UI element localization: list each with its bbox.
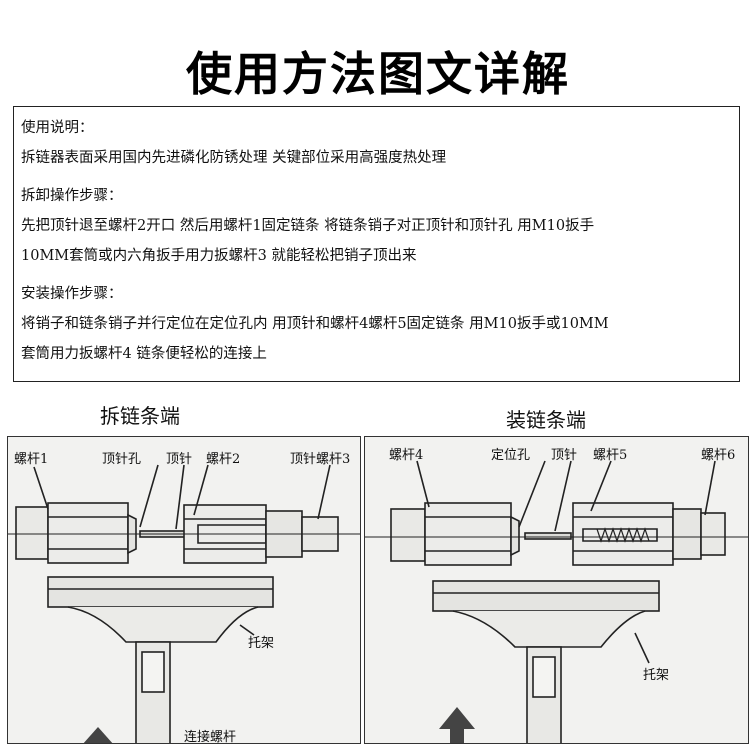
label-pin-screw-3: 顶针螺杆3 bbox=[290, 452, 350, 467]
right-spring bbox=[596, 527, 650, 543]
right-pin bbox=[524, 532, 572, 540]
right-panel-title: 装链条端 bbox=[506, 408, 586, 432]
right-bolt-4-head bbox=[390, 508, 426, 562]
right-screw-6-nut bbox=[672, 508, 702, 560]
remove-step-line-2: 10MM套筒或内六角扳手用力扳螺杆3 就能轻松把销子顶出来 bbox=[21, 248, 417, 264]
label-locating-hole: 定位孔 bbox=[491, 448, 530, 463]
instructions-box: 使用说明： 拆链器表面采用国内先进磷化防锈处理 关键部位采用高强度热处理 拆卸操… bbox=[13, 106, 740, 382]
label-pin: 顶针 bbox=[166, 452, 192, 467]
left-bracket-base bbox=[47, 576, 274, 608]
label-screw-2: 螺杆2 bbox=[206, 452, 240, 467]
label-connecting-screw: 连接螺杆 bbox=[184, 729, 236, 744]
label-screw-1: 螺杆1 bbox=[14, 452, 48, 467]
label-screw-6: 螺杆6 bbox=[701, 448, 735, 463]
left-panel-title: 拆链条端 bbox=[100, 404, 180, 428]
left-bracket bbox=[67, 606, 259, 643]
remove-heading: 拆卸操作步骤： bbox=[21, 188, 123, 204]
left-diagram: 螺杆1 顶针孔 顶针 螺杆2 顶针螺杆3 托架 连接螺杆 bbox=[8, 452, 360, 744]
install-heading: 安装操作步骤： bbox=[21, 286, 123, 302]
label-pin-hole: 顶针孔 bbox=[102, 452, 141, 467]
page-title: 使用方法图文详解 bbox=[186, 47, 570, 101]
right-diagram-panel: 螺杆4 定位孔 顶针 螺杆5 螺杆6 托架 bbox=[364, 436, 749, 744]
right-bracket-base bbox=[432, 580, 660, 612]
right-bolt-4-body bbox=[424, 502, 512, 566]
usage-heading: 使用说明： bbox=[21, 120, 94, 136]
left-diagram-panel: 螺杆1 顶针孔 顶针 螺杆2 顶针螺杆3 托架 连接螺杆 bbox=[7, 436, 361, 744]
label-right-pin: 顶针 bbox=[551, 448, 577, 463]
left-bolt-1-head bbox=[15, 506, 49, 560]
usage-text: 拆链器表面采用国内先进磷化防锈处理 关键部位采用高强度热处理 bbox=[21, 150, 447, 166]
label-screw-4: 螺杆4 bbox=[389, 448, 423, 463]
left-bolt-1-body bbox=[47, 502, 129, 564]
right-diagram: 螺杆4 定位孔 顶针 螺杆5 螺杆6 托架 bbox=[365, 448, 748, 743]
label-right-bracket: 托架 bbox=[643, 668, 669, 683]
install-step-line-2: 套筒用力扳螺杆4 链条便轻松的连接上 bbox=[21, 346, 267, 362]
right-screw-6-head bbox=[700, 512, 726, 556]
right-up-arrow-icon bbox=[439, 707, 475, 729]
label-screw-5: 螺杆5 bbox=[593, 448, 627, 463]
install-step-line-1: 将销子和链条销子并行定位在定位孔内 用顶针和螺杆4螺杆5固定链条 用M10扳手或… bbox=[21, 316, 609, 332]
label-bracket: 托架 bbox=[248, 636, 274, 651]
left-up-arrow-icon bbox=[83, 727, 113, 743]
remove-step-line-1: 先把顶针退至螺杆2开口 然后用螺杆1固定链条 将链条销子对正顶针和顶针孔 用M1… bbox=[21, 218, 595, 234]
right-bracket bbox=[452, 610, 646, 648]
